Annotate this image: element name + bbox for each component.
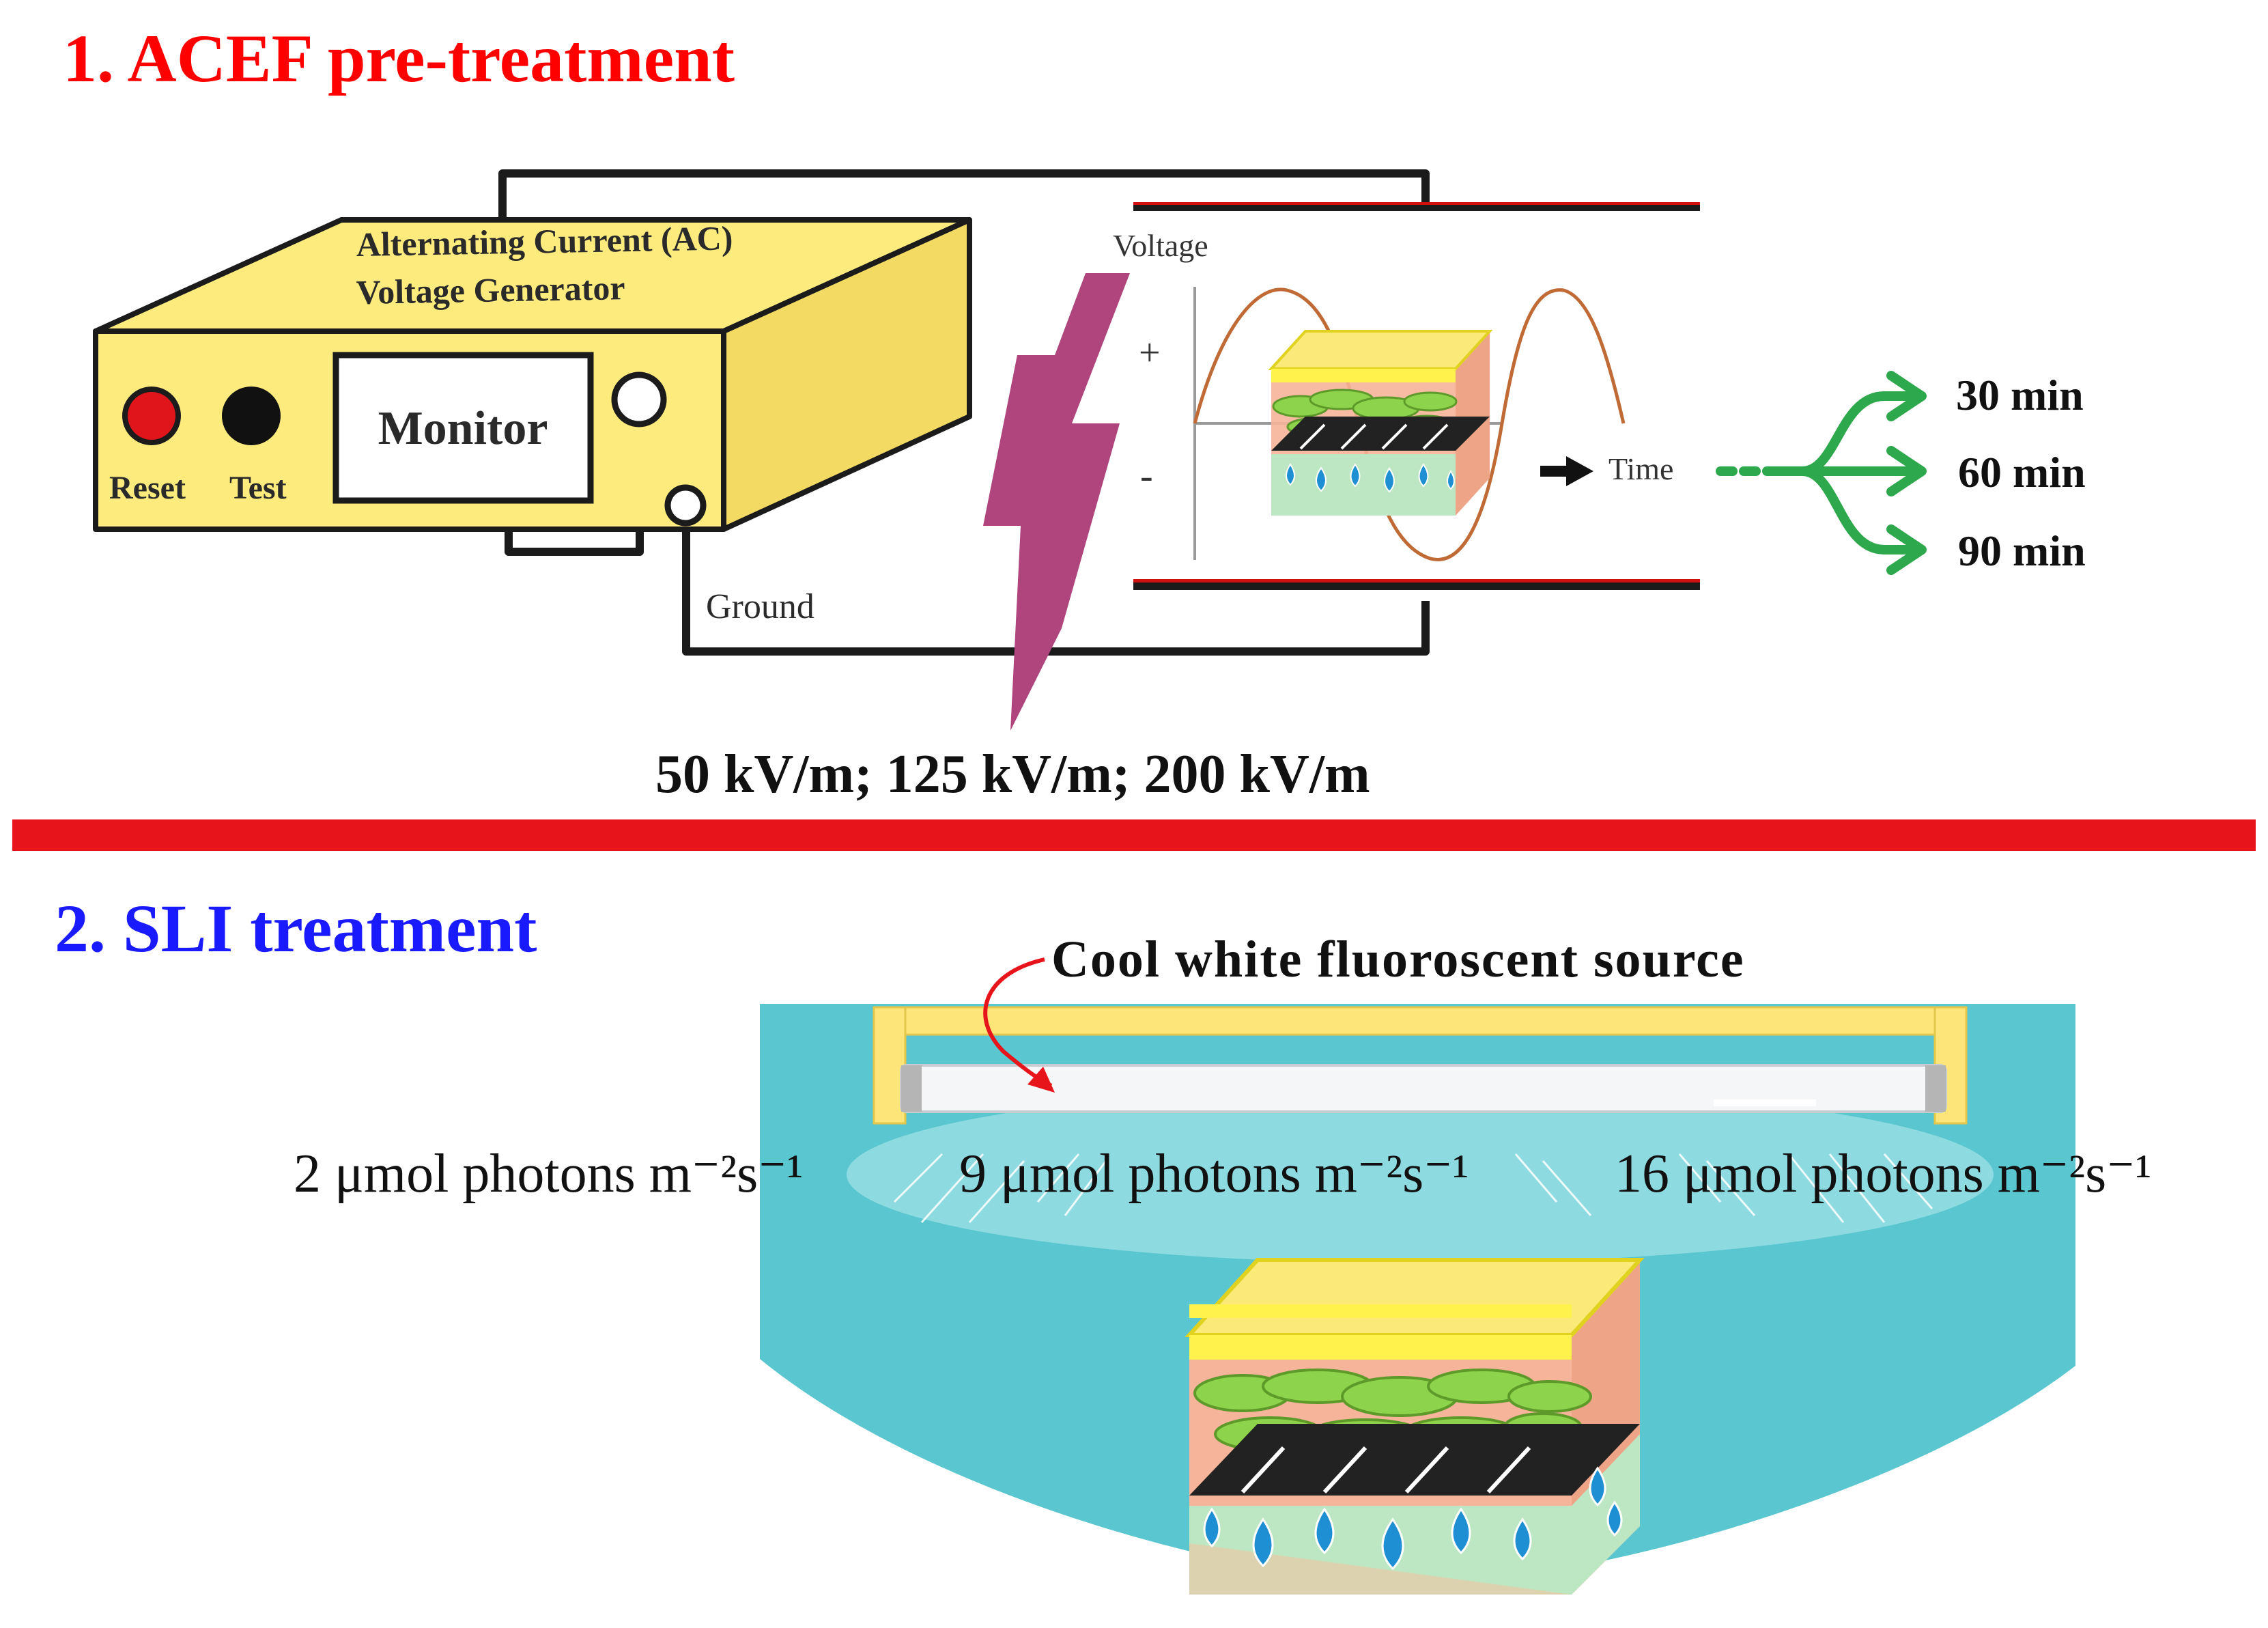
bottom-electrode-plate: [1133, 582, 1700, 590]
output-terminal: [611, 371, 667, 427]
water-drop-icon: [1286, 463, 1455, 493]
monitor-screen: [332, 352, 594, 504]
generator-title-line2: Voltage Generator: [356, 268, 625, 311]
intensity-low: 2 μmol photons m⁻²s⁻¹: [294, 1144, 803, 1204]
ground-wire: [682, 522, 1430, 656]
section1-title: 1. ACEF pre-treatment: [63, 20, 735, 96]
test-label: Test: [229, 470, 287, 506]
top-electrode-edge: [1133, 202, 1700, 205]
duration-90: 90 min: [1958, 527, 2086, 575]
duration-arrows: [1716, 371, 1927, 575]
section-divider: [12, 819, 2256, 851]
section2-diagram: Cool white fluoroscent source 2 μmol pho…: [294, 931, 2151, 1595]
section2-title: 2. SLI treatment: [55, 890, 537, 966]
branch-30: [1798, 391, 1923, 476]
plot-y-label: Voltage: [1113, 228, 1208, 263]
duration-60: 60 min: [1958, 448, 2086, 496]
section1-diagram: Alternating Current (AC) Voltage Generat…: [93, 169, 2086, 804]
top-wire: [498, 169, 1430, 217]
field-strengths: 50 kV/m; 125 kV/m; 200 kV/m: [655, 744, 1370, 804]
branch-90: [1798, 466, 1923, 555]
reset-button-icon: [122, 387, 181, 445]
source-label: Cool white fluoroscent source: [1051, 931, 1745, 988]
ground-terminal: [664, 484, 707, 527]
plot-x-label: Time: [1608, 451, 1673, 486]
generator-title-line1: Alternating Current (AC): [356, 219, 733, 264]
intensity-mid: 9 μmol photons m⁻²s⁻¹: [959, 1144, 1469, 1204]
time-arrow-icon: [1540, 456, 1593, 486]
source-pointer-arrow: [983, 957, 1053, 1088]
plot-plus-sign: +: [1139, 332, 1161, 374]
plant-box-icon: [1268, 330, 1493, 516]
test-button-icon: [222, 387, 281, 445]
lightning-bolt-icon: [983, 273, 1130, 731]
light-glow: [847, 1086, 1994, 1263]
plant-box-icon: [1185, 1258, 1645, 1595]
top-electrode-plate: [1133, 205, 1700, 211]
bottom-electrode-edge: [1133, 579, 1700, 583]
source-pointer-head: [1027, 1067, 1055, 1093]
sine-wave: [1193, 287, 1626, 561]
light-rays: [893, 1153, 1933, 1224]
duration-30: 30 min: [1956, 371, 2084, 419]
intensity-high: 16 μmol photons m⁻²s⁻¹: [1615, 1144, 2151, 1204]
plot-minus-sign: -: [1140, 455, 1153, 497]
water-drop-icon: [1203, 1466, 1623, 1571]
monitor-label: Monitor: [378, 402, 548, 455]
reset-label: Reset: [109, 470, 186, 506]
ground-label: Ground: [706, 587, 814, 626]
fluorescent-tube-icon: [900, 1064, 1947, 1113]
lamp-holder: [873, 1006, 1968, 1125]
